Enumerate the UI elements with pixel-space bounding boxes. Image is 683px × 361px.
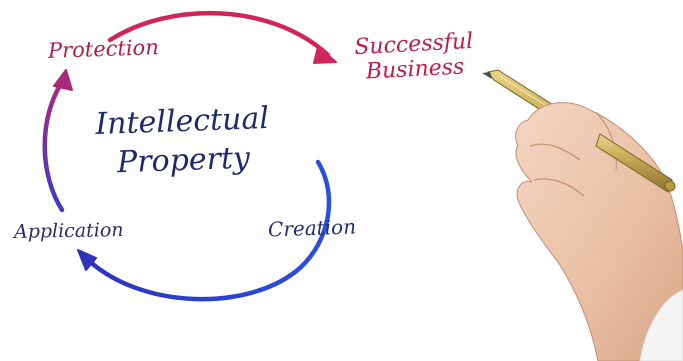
arrowhead-success bbox=[313, 46, 337, 64]
arrow-protection-to-success bbox=[107, 10, 331, 58]
node-application: Application bbox=[13, 219, 124, 243]
arrowhead-application bbox=[77, 249, 97, 271]
arrow-creation-to-application bbox=[83, 159, 332, 302]
center-title-line1: Intellectual bbox=[94, 100, 270, 143]
arrowhead-protection bbox=[53, 69, 73, 91]
center-title-line2: Property bbox=[116, 140, 251, 181]
hand-with-pen-illustration bbox=[482, 69, 683, 361]
node-creation: Creation bbox=[267, 214, 357, 242]
node-intellectual-property: Intellectual Property bbox=[95, 99, 271, 183]
node-protection: Protection bbox=[47, 35, 160, 63]
node-successful-business: Successful Business bbox=[354, 29, 475, 86]
arrow-application-to-protection bbox=[42, 79, 65, 213]
